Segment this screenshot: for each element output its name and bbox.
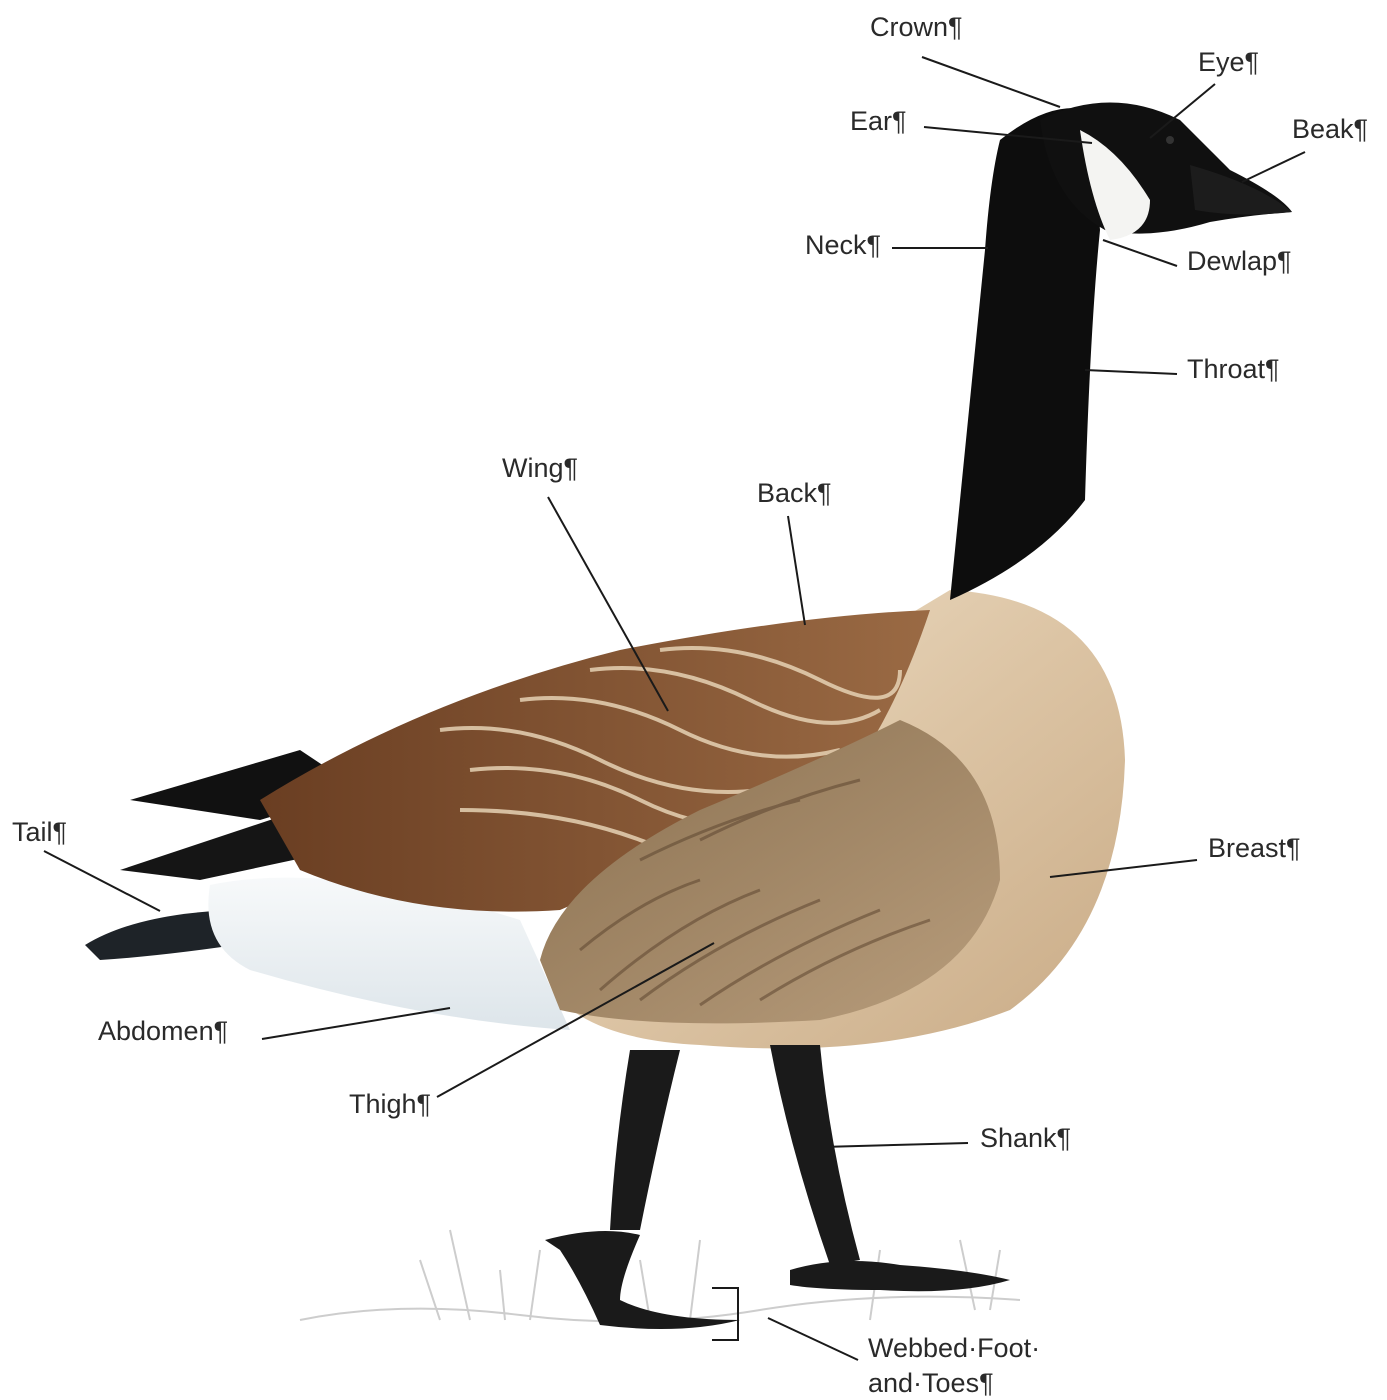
- label-crown: Crown¶: [870, 10, 963, 44]
- label-thigh: Thigh¶: [349, 1087, 431, 1121]
- label-tail: Tail¶: [12, 815, 67, 849]
- label-eye: Eye¶: [1198, 45, 1259, 79]
- leader-abdomen: [262, 1008, 450, 1039]
- label-neck: Neck¶: [805, 228, 881, 262]
- label-wing: Wing¶: [502, 451, 578, 485]
- leader-crown: [922, 57, 1060, 107]
- leader-throat: [1085, 370, 1177, 374]
- label-webbed-foot-line2: and·Toes¶: [868, 1366, 994, 1400]
- beak-shape: [1190, 165, 1292, 215]
- label-webbed-foot-line1: Webbed·Foot·: [868, 1331, 1040, 1365]
- leader-shank: [822, 1143, 968, 1147]
- label-shank: Shank¶: [980, 1121, 1071, 1155]
- label-breast: Breast¶: [1208, 831, 1301, 865]
- label-dewlap: Dewlap¶: [1187, 244, 1292, 278]
- eye-dot: [1166, 136, 1174, 144]
- feet: [545, 1231, 1010, 1329]
- label-throat: Throat¶: [1187, 352, 1280, 386]
- leader-tail: [44, 851, 160, 911]
- leader-back: [788, 516, 805, 625]
- label-abdomen: Abdomen¶: [98, 1014, 228, 1048]
- label-back: Back¶: [757, 476, 832, 510]
- leader-beak: [1242, 152, 1305, 182]
- label-beak: Beak¶: [1292, 112, 1368, 146]
- leader-webbed-foot: [768, 1318, 858, 1360]
- legs: [610, 1045, 860, 1265]
- label-ear: Ear¶: [850, 104, 907, 138]
- leader-dewlap: [1103, 240, 1177, 266]
